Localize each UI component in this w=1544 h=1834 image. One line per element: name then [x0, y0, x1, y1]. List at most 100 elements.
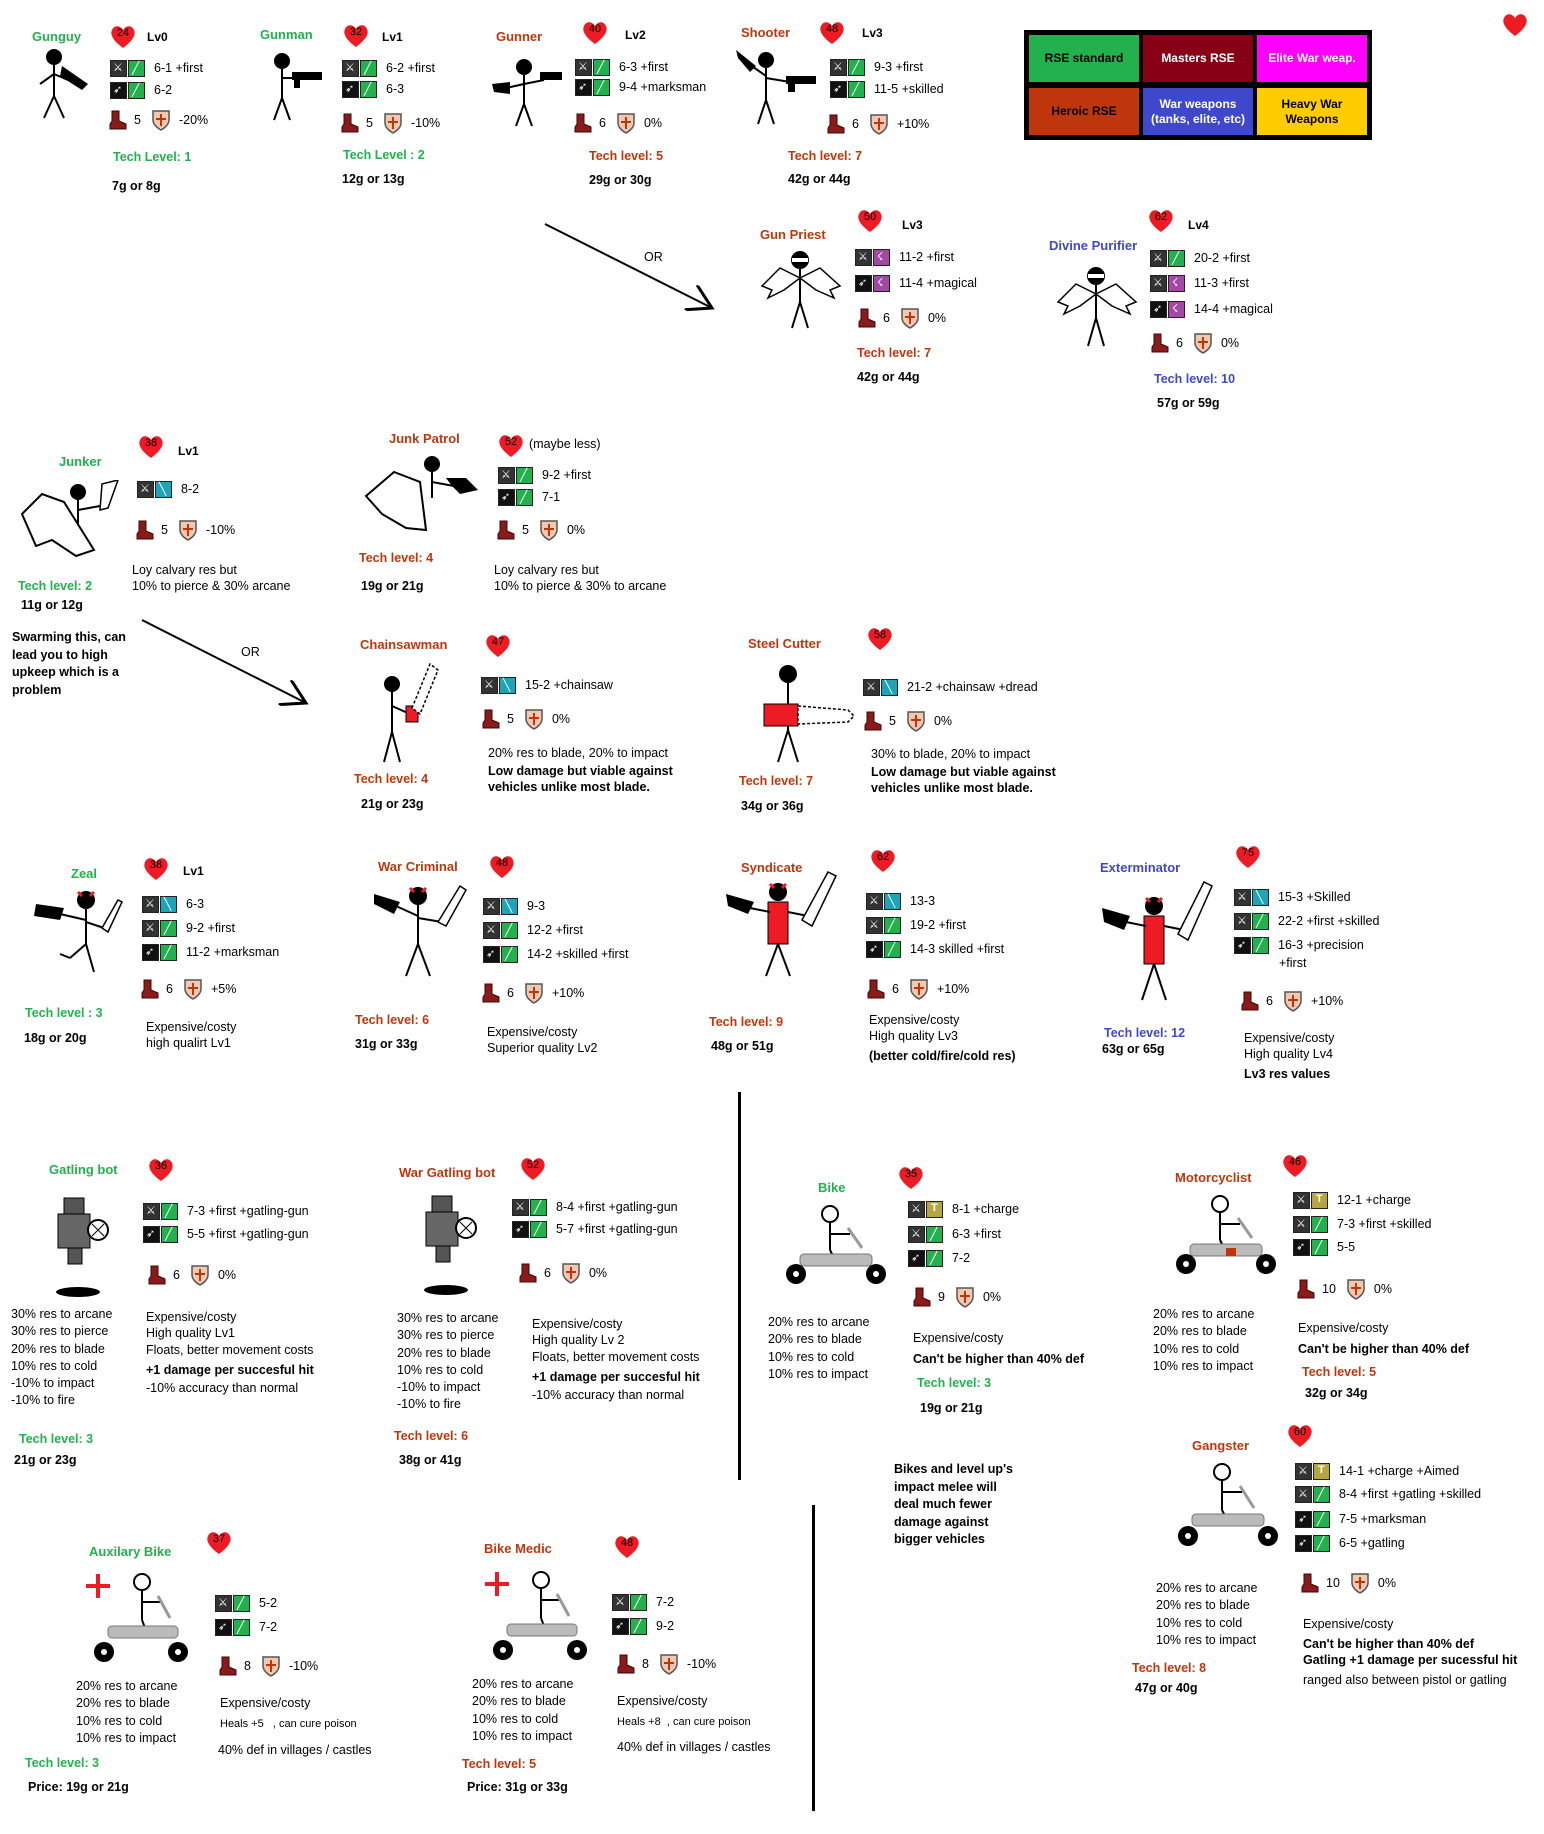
stats-row: 5-10%: [135, 519, 235, 541]
unit-name-bike-medic: Bike Medic: [484, 1541, 552, 1556]
boot-icon: [616, 1654, 636, 1674]
melee-icon: [908, 1200, 925, 1218]
shield-icon: [539, 519, 559, 541]
shield-icon: [151, 109, 171, 131]
attack-row: 11-4 +magical: [855, 273, 977, 293]
attack-row: 6-3: [142, 894, 204, 914]
price: 38g or 41g: [399, 1453, 462, 1467]
blade-icon: [593, 58, 610, 76]
melee-icon: [142, 895, 159, 913]
shield-icon: [616, 112, 636, 134]
hp-heart-icon: 48: [614, 1534, 640, 1560]
attack-row: 7-3 +first +gatling-gun: [143, 1201, 309, 1221]
pierce-icon: [530, 1220, 547, 1238]
attack-row: 6-3: [342, 79, 404, 99]
boot-icon: [912, 1287, 932, 1307]
boot-icon: [1150, 333, 1170, 353]
tech-level: Tech level: 4: [359, 551, 434, 565]
unit-name-gangster: Gangster: [1192, 1438, 1250, 1453]
attack-row: 9-3: [483, 896, 545, 916]
shield-icon: [1283, 990, 1303, 1012]
shield-icon: [524, 708, 544, 730]
ranged-icon: [1295, 1510, 1312, 1528]
shield-icon: [561, 1262, 581, 1284]
attack-row: 14-1 +charge +Aimed: [1295, 1461, 1459, 1481]
attack-row: 7-2: [612, 1592, 674, 1612]
boot-icon: [140, 979, 160, 999]
pierce-icon: [593, 78, 610, 96]
blade-icon: [233, 1594, 250, 1612]
hp-heart-icon: 36: [148, 1157, 174, 1183]
ranged-icon: [110, 81, 127, 99]
attack-row: 9-2: [612, 1616, 674, 1636]
attack-row: 6-2 +first: [342, 58, 435, 78]
motorcyclist-figure: [1176, 1195, 1276, 1274]
upgrade-arrow-junker: [141, 619, 306, 703]
unit-notes: 20% res to blade, 20% to impact: [488, 746, 668, 760]
tech-level: Tech level: 5: [1302, 1365, 1377, 1379]
impact-icon: [1311, 1191, 1328, 1209]
melee-icon: [1150, 274, 1167, 292]
auxilary-bike-figure: [86, 1573, 188, 1662]
impact-icon: [926, 1200, 943, 1218]
boot-icon: [481, 983, 501, 1003]
unit-name-gunguy: Gunguy: [32, 29, 82, 44]
unit-notes-extra: 40% def in villages / castles: [218, 1743, 372, 1757]
ranged-icon: [830, 80, 847, 98]
junk-patrol-figure: [364, 456, 478, 532]
blade-icon: [128, 59, 145, 77]
pierce-icon: [926, 1249, 943, 1267]
divine-purifier-figure: [1056, 267, 1138, 347]
blade-icon: [360, 59, 377, 77]
heal-note: Heals +8 , can cure poison: [617, 1716, 751, 1728]
stats-row: 8-10%: [616, 1653, 716, 1675]
attack-row: 7-5 +marksman: [1295, 1509, 1426, 1529]
tech-level: Tech level: 3: [19, 1432, 94, 1446]
war-criminal-figure: [374, 884, 467, 977]
unit-notes: Expensive/costy: [220, 1696, 311, 1710]
attack-row: 12-2 +first: [483, 920, 583, 940]
shooter-figure: [736, 50, 816, 125]
unit-name-gunman: Gunman: [260, 27, 313, 42]
attack-row: 8-4 +first +gatling +skilled: [1295, 1484, 1481, 1504]
unit-level: Lv4: [1188, 218, 1209, 232]
pierce-icon: [848, 80, 865, 98]
tech-level: Tech level : 3: [25, 1006, 103, 1020]
attack-row: 14-2 +skilled +first: [483, 944, 628, 964]
attack-row: 14-3 skilled +first: [866, 939, 1004, 959]
melee-icon: [1234, 912, 1251, 930]
unit-name-chainsawman: Chainsawman: [360, 637, 448, 652]
hp-heart-icon: 32: [343, 23, 369, 49]
unit-name-bike: Bike: [818, 1180, 846, 1195]
shield-icon: [183, 978, 203, 1000]
melee-icon: [830, 58, 847, 76]
attack-row: 19-2 +first: [866, 915, 966, 935]
price: 32g or 34g: [1305, 1386, 1368, 1400]
tech-level: Tech level: 6: [394, 1429, 469, 1443]
melee-icon: [1293, 1191, 1310, 1209]
legend-war-weapons: War weapons (tanks, elite, etc): [1142, 87, 1254, 136]
color-legend: RSE standard Masters RSE Elite War weap.…: [1024, 30, 1372, 140]
blade-icon: [1313, 1485, 1330, 1503]
price: 42g or 44g: [857, 370, 920, 384]
blade-icon: [501, 921, 518, 939]
pierce-icon: [1313, 1534, 1330, 1552]
attack-row: 22-2 +first +skilled: [1234, 911, 1379, 931]
hp-heart-icon: 58: [867, 626, 893, 652]
tech-level: Tech level: 7: [788, 149, 863, 163]
melee-icon: [137, 480, 154, 498]
attack-row: 11-5 +skilled: [830, 79, 944, 99]
stats-row: 5-20%: [108, 109, 208, 131]
melee-icon: [142, 919, 159, 937]
blade-icon: [1168, 249, 1185, 267]
attack-row: 5-5: [1293, 1237, 1355, 1257]
boot-icon: [863, 711, 883, 731]
blade-icon: [1311, 1215, 1328, 1233]
